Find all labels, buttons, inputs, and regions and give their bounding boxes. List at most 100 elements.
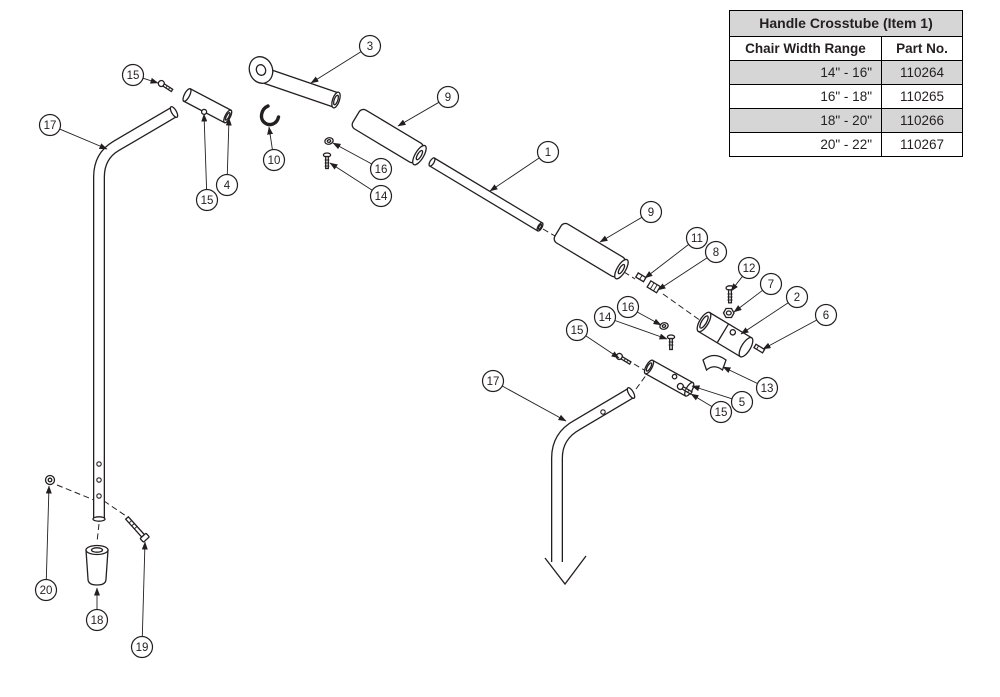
part-crosstube [428,157,544,232]
table-row: 16" - 18" 110265 [730,85,962,109]
callout-leader-line [733,289,763,313]
chair-width-range-value: 16" - 18" [730,85,882,108]
callout-leader-line [489,157,540,192]
callout-leader-line [599,216,643,243]
callout-leader-line [201,113,208,190]
svg-text:2: 2 [794,292,800,304]
part-no-value: 110264 [899,64,945,80]
callout-6: 6 [814,303,838,327]
part-sleeve [182,87,233,124]
svg-text:1: 1 [545,147,551,159]
callout-leader-line [636,311,662,326]
callout-8: 8 [704,240,728,264]
svg-text:3: 3 [367,41,373,53]
part-setscrew [676,382,693,395]
part-nut [44,474,56,486]
svg-text:16: 16 [375,164,388,176]
callout-leader-line [690,393,713,407]
svg-text:11: 11 [691,233,703,245]
alignment-dash-line [103,500,127,517]
axis-dash-line [542,228,556,237]
part-washer [324,137,334,145]
callout-leader-line [585,335,620,359]
svg-text:15: 15 [715,407,728,419]
svg-text:18: 18 [91,615,104,627]
callout-14: 14 [593,305,617,329]
part-handle-cane-right [544,387,636,586]
part-screw [322,152,332,170]
svg-text:5: 5 [739,397,745,409]
callout-3: 3 [358,34,382,58]
part-saddle [702,354,727,372]
parts-table-header: Chair Width Range Part No. [730,37,962,61]
callout-leader-line [142,77,159,84]
part-handle-pivot [248,56,341,109]
part-handgrip-rear [553,222,629,280]
callout-leader-line [267,126,274,150]
callout-15: 15 [709,400,733,424]
svg-text:19: 19 [136,642,149,654]
part-setscrew [157,79,174,93]
svg-text:7: 7 [768,279,774,291]
part-spring-pin [634,272,647,283]
callout-leader-line [141,541,148,637]
callout-12: 12 [737,256,761,280]
callout-leader-line [691,385,733,400]
callout-9: 9 [436,85,460,109]
table-row: 20" - 22" 110267 [730,133,962,156]
svg-text:12: 12 [743,263,756,275]
axis-dash-line [623,271,636,280]
svg-text:17: 17 [44,120,57,132]
axis-dash-line [633,363,647,372]
callout-10: 10 [262,148,286,172]
chair-width-range-value: 14" - 16" [730,61,882,84]
callout-9: 9 [639,200,663,224]
column-header-part-no: Part No. [896,40,948,56]
part-no-value: 110267 [899,136,945,152]
parts-table: Handle Crosstube (Item 1) Chair Width Ra… [729,10,963,157]
callout-leader-line [329,162,373,191]
svg-text:10: 10 [268,155,281,167]
part-washer [659,322,669,330]
callout-leader-line [59,128,108,150]
column-header-chair-width-range: Chair Width Range [730,37,882,60]
callout-leader-line [397,101,440,127]
callout-1: 1 [536,140,560,164]
callout-leader-line [740,302,789,335]
part-clevis-pin [753,343,766,354]
axis-dash-line [635,373,648,390]
table-row: 18" - 20" 110266 [730,109,962,133]
callout-leader-line [45,485,52,580]
callout-16: 16 [369,157,393,181]
callout-leader-line [730,276,743,292]
callout-20: 20 [34,578,58,602]
alignment-dash-line [96,523,100,543]
callout-15: 15 [121,63,145,87]
part-handle-cane-left [92,106,179,522]
callout-leader-line [762,319,818,350]
part-handgrip-front [351,108,427,166]
callout-leader-line [332,142,373,165]
svg-text:15: 15 [571,325,584,337]
callout-5: 5 [730,390,754,414]
callout-15: 15 [195,188,219,212]
part-no-value: 110265 [899,88,945,104]
tube-break-symbol [544,555,587,586]
callout-16: 16 [616,295,640,319]
parts-table-title: Handle Crosstube (Item 1) [730,11,962,37]
chair-width-range-value: 20" - 22" [730,133,882,156]
callout-14: 14 [369,184,393,208]
svg-text:9: 9 [445,92,451,104]
callout-4: 4 [215,173,239,197]
svg-text:9: 9 [648,207,654,219]
svg-text:15: 15 [201,195,214,207]
svg-text:16: 16 [622,302,635,314]
chair-width-range-value: 18" - 20" [730,109,882,132]
svg-text:13: 13 [761,383,774,395]
part-clamp [696,311,754,358]
axis-dash-line [662,293,702,322]
svg-text:14: 14 [599,312,612,324]
svg-text:15: 15 [127,70,140,82]
